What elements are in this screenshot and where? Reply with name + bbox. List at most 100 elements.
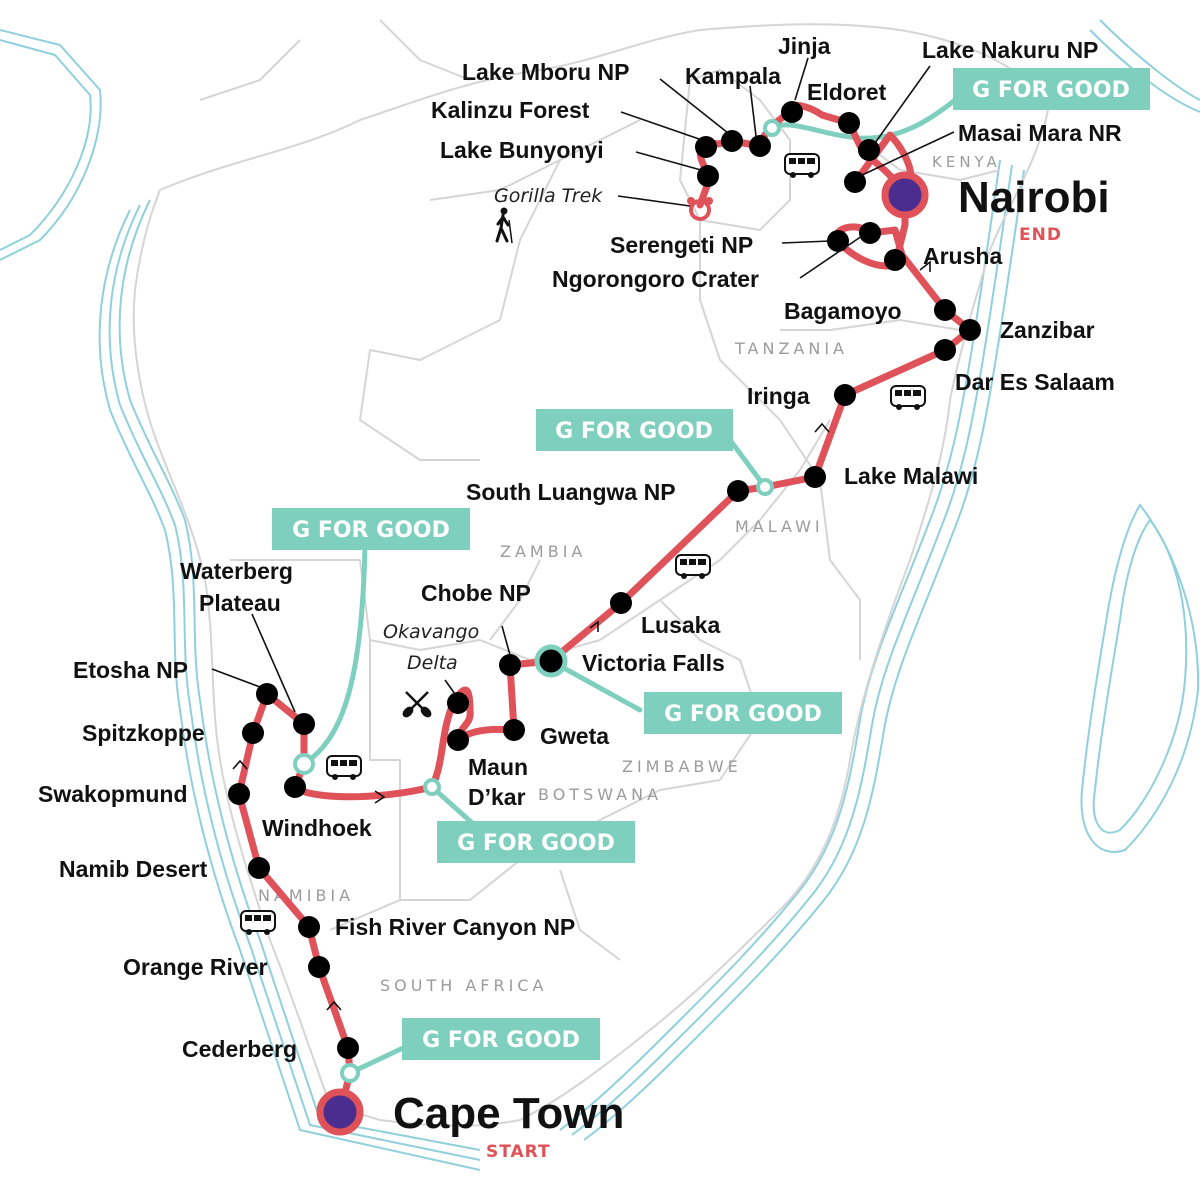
stop-dot-lake-mboru xyxy=(721,130,743,152)
country-label-tanzania: TANZANIA xyxy=(734,339,848,358)
label-victoria-falls: Victoria Falls xyxy=(582,650,725,676)
svg-text:G FOR GOOD: G FOR GOOD xyxy=(422,1028,580,1053)
country-label-kenya: KENYA xyxy=(932,153,1001,171)
direction-arrow-icon xyxy=(232,260,931,1011)
label-lake-nakuru: Lake Nakuru NP xyxy=(922,37,1098,63)
stop-dot-fish-river xyxy=(298,916,320,938)
label-gorilla-trek: Gorilla Trek xyxy=(494,185,603,207)
g-for-good-badge: G FOR GOOD xyxy=(644,692,842,734)
label-south-luangwa: South Luangwa NP xyxy=(466,479,676,505)
end-tag: END xyxy=(1019,225,1062,245)
g-for-good-badge: G FOR GOOD xyxy=(437,821,635,863)
label-dar-es-salaam: Dar Es Salaam xyxy=(955,369,1115,395)
stop-dot-etosha xyxy=(256,683,278,705)
g-for-good-badge: G FOR GOOD xyxy=(402,1018,600,1060)
svg-text:G FOR GOOD: G FOR GOOD xyxy=(292,518,450,543)
label-orange-river: Orange River xyxy=(123,954,267,980)
stop-dot-bunyonyi xyxy=(697,165,719,187)
place-labels: Cape Town START Nairobi END Cederberg Or… xyxy=(38,33,1122,1162)
bus-icon xyxy=(326,755,362,780)
label-jinja: Jinja xyxy=(778,33,831,59)
stop-dot-arusha xyxy=(884,249,906,271)
stop-dot-orange-river xyxy=(308,956,330,978)
label-lusaka: Lusaka xyxy=(641,612,720,638)
country-label-botswana: BOTSWANA xyxy=(538,785,662,804)
stop-dot-jinja xyxy=(781,101,803,123)
label-swakopmund: Swakopmund xyxy=(38,781,188,807)
stop-dot-lake-malawi xyxy=(804,466,826,488)
label-kampala: Kampala xyxy=(685,63,781,89)
label-ngorongoro: Ngorongoro Crater xyxy=(552,266,759,292)
route-stops xyxy=(228,101,981,1059)
g-for-good-badge: G FOR GOOD xyxy=(536,409,733,451)
coastline-lines xyxy=(0,19,1200,1171)
stop-dot-spitzkoppe xyxy=(242,722,264,744)
label-waterberg-line2: Plateau xyxy=(199,590,281,616)
bus-icon xyxy=(675,554,711,579)
stop-dot-maun xyxy=(447,729,469,751)
country-label-south-africa: SOUTH AFRICA xyxy=(380,976,547,995)
g-for-good-badge: G FOR GOOD xyxy=(953,68,1150,110)
label-bagamoyo: Bagamoyo xyxy=(784,298,902,324)
label-chobe: Chobe NP xyxy=(421,580,531,606)
stop-dot-south-luangwa xyxy=(727,480,749,502)
stop-dot-swakopmund xyxy=(228,783,250,805)
end-city-label: Nairobi xyxy=(958,173,1110,222)
stop-dot-serengeti xyxy=(827,230,849,252)
stop-dot-windhoek xyxy=(284,776,306,798)
start-city-label: Cape Town xyxy=(393,1089,624,1138)
stop-dot-namib-desert xyxy=(248,857,270,879)
label-etosha: Etosha NP xyxy=(73,657,188,683)
bus-icon xyxy=(240,910,276,935)
stop-dot-lake-nakuru xyxy=(858,139,880,161)
svg-text:G FOR GOOD: G FOR GOOD xyxy=(664,702,822,727)
stop-dot-kampala xyxy=(749,135,771,157)
stop-dot-gweta xyxy=(503,719,525,741)
stop-dot-iringa xyxy=(834,384,856,406)
label-maun: Maun xyxy=(468,754,528,780)
stop-dot-bagamoyo xyxy=(934,299,956,321)
g-for-good-points xyxy=(293,119,781,1083)
label-cederberg: Cederberg xyxy=(182,1036,297,1062)
label-masai-mara: Masai Mara NR xyxy=(958,120,1122,146)
stop-dot-kalinzu xyxy=(695,136,717,158)
label-okavango-line1: Okavango xyxy=(383,621,479,643)
country-labels: KENYA TANZANIA MALAWI ZAMBIA ZIMBABWE BO… xyxy=(258,153,1001,995)
stop-dot-chobe xyxy=(499,654,521,676)
label-bunyonyi: Lake Bunyonyi xyxy=(440,137,604,163)
label-fish-river: Fish River Canyon NP xyxy=(335,914,575,940)
stop-dot-eldoret xyxy=(838,112,860,134)
start-tag: START xyxy=(486,1142,551,1162)
stop-dot-waterberg xyxy=(293,713,315,735)
label-namib-desert: Namib Desert xyxy=(59,856,208,882)
label-okavango-line2: Delta xyxy=(407,652,458,674)
stop-dot-zanzibar xyxy=(959,319,981,341)
bus-icon xyxy=(890,385,926,410)
label-gweta: Gweta xyxy=(540,723,609,749)
label-kalinzu: Kalinzu Forest xyxy=(431,97,590,123)
g-for-good-badge: G FOR GOOD xyxy=(272,508,470,550)
bus-icon xyxy=(784,153,820,178)
canoe-paddles-icon xyxy=(402,691,432,718)
hiker-icon xyxy=(495,207,513,244)
label-windhoek: Windhoek xyxy=(262,815,372,841)
label-spitzkoppe: Spitzkoppe xyxy=(82,720,205,746)
label-zanzibar: Zanzibar xyxy=(1000,317,1095,343)
stop-dot-dar-es-salaam xyxy=(934,339,956,361)
country-label-zimbabwe: ZIMBABWE xyxy=(622,757,742,776)
label-eldoret: Eldoret xyxy=(807,79,887,105)
start-marker xyxy=(316,1088,364,1136)
label-lake-mboru: Lake Mboru NP xyxy=(462,59,629,85)
label-serengeti: Serengeti NP xyxy=(610,232,753,258)
leader-lines xyxy=(211,57,955,713)
label-iringa: Iringa xyxy=(747,383,810,409)
stop-dot-ngorongoro xyxy=(859,222,881,244)
label-waterberg-line1: Waterberg xyxy=(180,558,293,584)
stop-dot-lusaka xyxy=(610,592,632,614)
stop-dot-cederberg xyxy=(337,1037,359,1059)
gorilla-icon xyxy=(687,197,713,221)
label-lake-malawi: Lake Malawi xyxy=(844,463,978,489)
stop-dot-victoria-falls xyxy=(534,644,568,678)
end-marker xyxy=(881,171,929,219)
